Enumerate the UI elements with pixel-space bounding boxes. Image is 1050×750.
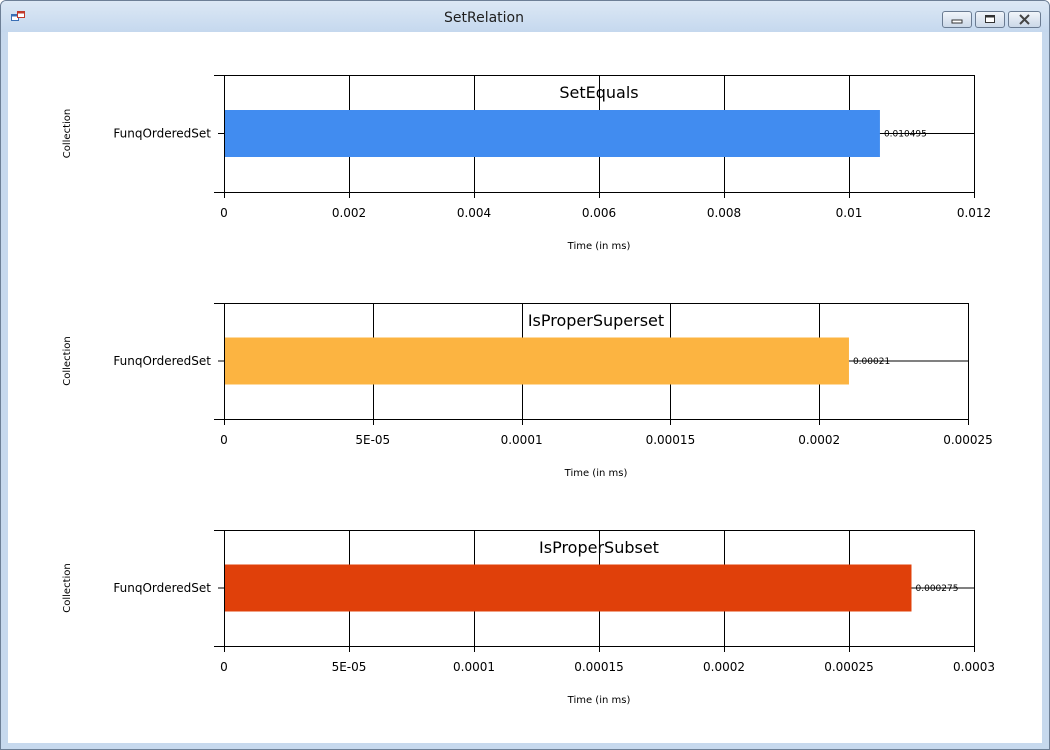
chart-1-x-tick-label: 0.008 [707, 206, 741, 220]
chart-1-x-tick-label: 0 [220, 206, 228, 220]
chart-1-x-axis-label: Time (in ms) [567, 241, 631, 252]
minimize-icon [951, 19, 963, 24]
window-title: SetRelation [444, 10, 524, 26]
restore-button[interactable] [975, 11, 1005, 28]
chart-1-category-label: FunqOrderedSet [113, 127, 211, 141]
chart-1-x-tick-label: 0.006 [582, 206, 616, 220]
chart-2-category-label: FunqOrderedSet [113, 354, 211, 368]
chart-3-x-axis-label: Time (in ms) [567, 695, 631, 706]
chart-3-x-tick-label: 0.0002 [703, 660, 745, 674]
chart-3-title: IsProperSubset [539, 538, 659, 557]
close-icon [1019, 14, 1030, 25]
chart-2-y-axis-label: Collection [62, 336, 73, 385]
chart-2-title: IsProperSuperset [528, 311, 664, 330]
chart-3-x-tick-label: 0.00015 [574, 660, 624, 674]
chart-1-x-tick-label: 0.004 [457, 206, 491, 220]
chart-2-x-axis-label: Time (in ms) [564, 468, 628, 479]
chart-3-bar [224, 564, 912, 612]
chart-1-x-tick-label: 0.012 [957, 206, 991, 220]
chart-3-x-tick-label: 5E-05 [332, 660, 367, 674]
chart-3-category-label: FunqOrderedSet [113, 581, 211, 595]
chart-2-x-tick-label: 5E-05 [355, 433, 390, 447]
chart-2-x-tick-label: 0 [220, 433, 228, 447]
chart-3-x-tick-label: 0 [220, 660, 228, 674]
chart-3-x-tick-label: 0.0003 [953, 660, 995, 674]
chart-1-title: SetEquals [559, 83, 638, 102]
minimize-button[interactable] [942, 11, 972, 28]
restore-icon [985, 15, 995, 23]
app-window-icon [11, 11, 25, 21]
chart-2-x-tick-label: 0.0002 [798, 433, 840, 447]
chart-3-y-axis-label: Collection [62, 563, 73, 612]
chart-1-y-axis-label: Collection [62, 109, 73, 158]
chart-1-x-tick-label: 0.01 [836, 206, 863, 220]
chart-2-x-tick-label: 0.00025 [943, 433, 993, 447]
chart-2-bar [224, 337, 849, 385]
chart-1-x-tick-label: 0.002 [332, 206, 366, 220]
chart-3-x-tick-label: 0.00025 [824, 660, 874, 674]
chart-2-x-tick-label: 0.0001 [501, 433, 543, 447]
chart-3-x-tick-label: 0.0001 [453, 660, 495, 674]
chart-1-bar [224, 110, 880, 157]
chart-2-x-tick-label: 0.00015 [646, 433, 696, 447]
chart-1-bar-value-label: 0.010495 [884, 130, 927, 140]
title-bar[interactable]: SetRelation [1, 1, 1049, 32]
close-button[interactable] [1008, 11, 1041, 28]
chart-3-bar-value-label: 0.000275 [916, 584, 959, 594]
chart-2-bar-value-label: 0.00021 [853, 357, 890, 367]
